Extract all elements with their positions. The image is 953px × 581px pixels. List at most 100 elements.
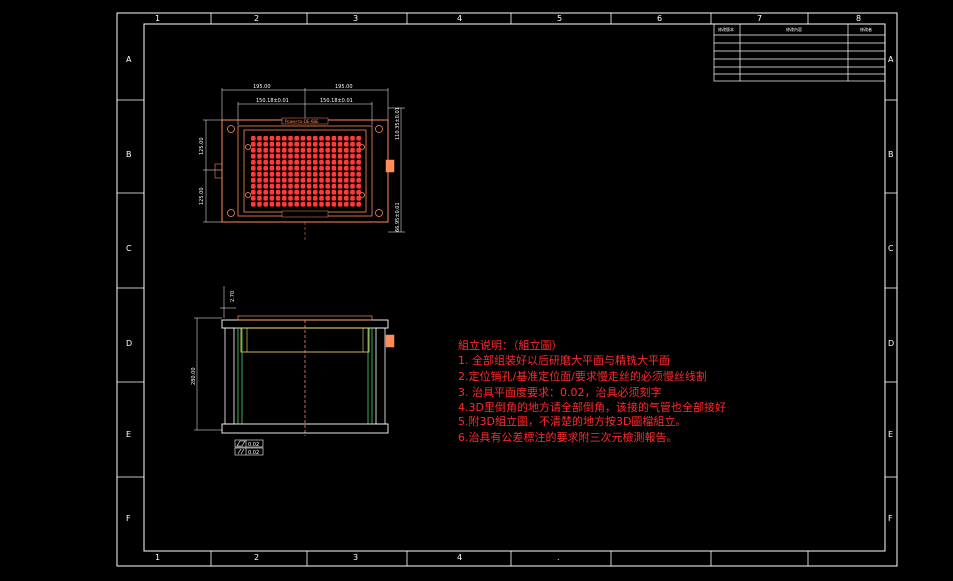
nest-hole <box>313 202 318 207</box>
nest-hole <box>350 136 355 141</box>
tolerance-frames <box>234 439 264 456</box>
nest-hole <box>319 184 324 189</box>
col-label-bottom-1: 1 <box>155 553 160 562</box>
nest-hole <box>263 154 268 159</box>
nest-hole <box>306 196 312 201</box>
nest-hole <box>282 202 287 207</box>
nest-hole <box>269 154 275 159</box>
nest-hole <box>251 190 256 195</box>
nest-hole <box>282 166 287 171</box>
nest-hole <box>337 172 343 177</box>
nest-hole <box>319 172 324 177</box>
nest-hole <box>300 148 306 153</box>
nest-hole <box>356 184 361 189</box>
nest-hole <box>313 160 318 165</box>
corner-holes <box>227 125 383 217</box>
dim-side-top-thickness: 2.70 <box>230 291 236 302</box>
nest-hole <box>325 154 330 159</box>
nest-hole <box>356 202 361 207</box>
nest-hole <box>294 160 299 165</box>
tol-flatness-value: 0.02 <box>248 442 259 448</box>
nest-hole <box>350 154 355 159</box>
nest-hole <box>344 142 349 147</box>
nest-hole <box>257 172 262 177</box>
dim-top-left-width: 195.00 <box>253 84 271 90</box>
nest-hole <box>306 190 312 195</box>
nest-hole <box>269 202 275 207</box>
nest-hole <box>251 184 256 189</box>
row-label-left-b: B <box>126 150 132 159</box>
notes-line-5: 5.附3D組立圖，不清楚的地方按3D圖檔組立。 <box>458 414 686 428</box>
nest-hole <box>300 136 306 141</box>
nest-hole <box>337 190 343 195</box>
nest-hole <box>263 196 268 201</box>
nest-hole <box>300 142 306 147</box>
row-label-left-c: C <box>126 244 132 253</box>
nest-hole <box>337 202 343 207</box>
nest-hole <box>356 154 361 159</box>
nest-hole <box>325 166 330 171</box>
nest-hole <box>313 190 318 195</box>
plate-label: Power-to-DE-6BE <box>285 119 319 124</box>
nest-hole <box>294 148 299 153</box>
nest-hole <box>300 172 306 177</box>
row-label-right-c: C <box>888 244 894 253</box>
nest-hole <box>251 148 256 153</box>
hole-grid <box>251 136 361 207</box>
nest-hole <box>337 160 343 165</box>
nest-hole <box>331 142 337 147</box>
nest-hole <box>251 154 256 159</box>
row-labels-right: A B C D E F <box>888 55 894 523</box>
nest-hole <box>251 142 256 147</box>
tol-parallel-value: 0.02 <box>248 450 259 456</box>
dim-left-upper-height: 125.00 <box>199 138 205 156</box>
nest-hole <box>257 160 262 165</box>
nest-hole <box>288 154 293 159</box>
revision-header-version: 修改版本 <box>718 26 734 32</box>
dim-side-height: 280.00 <box>191 368 197 386</box>
row-labels-left: A B C D E F <box>126 55 132 523</box>
revision-header-author: 修改者 <box>860 26 872 32</box>
nest-hole <box>331 166 337 171</box>
revision-table <box>713 23 886 82</box>
nest-hole <box>275 166 281 171</box>
notes-line-2: 2.定位销孔/基准定位面/要求慢走丝的必须慢丝线割 <box>458 369 707 383</box>
nest-hole <box>350 190 355 195</box>
dim-sub-left-width: 150.18±0.01 <box>256 98 289 104</box>
nest-hole <box>300 160 306 165</box>
nest-hole <box>288 148 293 153</box>
nest-hole <box>282 160 287 165</box>
nest-hole <box>263 160 268 165</box>
nest-hole <box>282 190 287 195</box>
row-label-left-a: A <box>126 55 132 64</box>
nest-hole <box>313 136 318 141</box>
nest-hole <box>251 202 256 207</box>
revision-header-content: 修改內容 <box>786 26 802 32</box>
row-label-left-e: E <box>126 430 131 439</box>
nest-hole <box>344 166 349 171</box>
nest-hole <box>288 196 293 201</box>
nest-hole <box>337 196 343 201</box>
nest-hole <box>331 196 337 201</box>
nest-hole <box>331 178 337 183</box>
nest-hole <box>288 190 293 195</box>
notes-title: 組立说明：（組立圖） <box>458 338 563 352</box>
nest-hole <box>275 142 281 147</box>
nest-hole <box>288 136 293 141</box>
row-label-right-e: E <box>888 430 893 439</box>
nest-hole <box>282 142 287 147</box>
nest-hole <box>257 178 262 183</box>
nest-hole <box>263 190 268 195</box>
nest-hole <box>356 196 361 201</box>
nest-hole <box>313 166 318 171</box>
nest-hole <box>294 166 299 171</box>
nest-hole <box>356 142 361 147</box>
nest-hole <box>337 184 343 189</box>
nest-hole <box>294 202 299 207</box>
nest-hole <box>344 172 349 177</box>
nest-hole <box>275 148 281 153</box>
nest-hole <box>344 202 349 207</box>
nest-hole <box>300 184 306 189</box>
nest-hole <box>313 142 318 147</box>
